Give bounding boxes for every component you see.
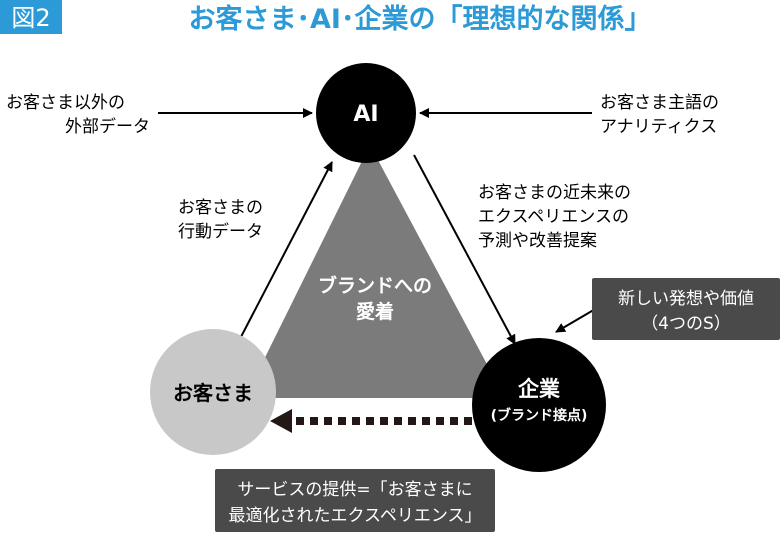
new-ideas-box xyxy=(592,278,780,340)
service-box xyxy=(215,469,495,532)
ai-label: AI xyxy=(353,102,378,127)
figure-badge-text: 図2 xyxy=(11,4,50,32)
analytics-label-1: お客さま主語の xyxy=(600,93,719,113)
page-title: お客さま･AI･企業の「理想的な関係」 xyxy=(189,3,652,35)
company-label: 企業 xyxy=(517,377,561,401)
prediction-label-3: 予測や改善提案 xyxy=(478,231,597,251)
prediction-label-2: エクスペリエンスの xyxy=(478,207,629,227)
behavior-data-arrow xyxy=(229,161,333,359)
company-node xyxy=(472,338,606,472)
figure-badge xyxy=(0,0,62,34)
service-label-1: サービスの提供=「お客さまに xyxy=(237,480,472,500)
prediction-label-1: お客さまの近未来の xyxy=(478,183,631,203)
company-sublabel: (ブランド接点) xyxy=(491,407,588,424)
behavior-data-label-1: お客さまの xyxy=(178,198,263,218)
brand-love-triangle xyxy=(245,145,505,398)
new-ideas-arrow xyxy=(555,307,598,333)
external-data-label-2: 外部データ xyxy=(65,116,150,137)
behavior-data-label-2: 行動データ xyxy=(178,221,263,242)
new-ideas-label-1: 新しい発想や価値 xyxy=(618,289,754,309)
analytics-label-2: アナリティクス xyxy=(600,117,717,137)
customer-label: お客さま xyxy=(173,381,253,405)
external-data-label-1: お客さま以外の xyxy=(6,93,125,113)
service-label-2: 最適化されたエクスペリエンス」 xyxy=(229,506,482,526)
customer-node xyxy=(150,329,276,455)
center-label-1: ブランドへの xyxy=(318,274,432,297)
center-label-2: 愛着 xyxy=(356,300,394,323)
prediction-arrow xyxy=(413,154,516,345)
ai-node xyxy=(316,63,416,163)
service-arrowhead-icon xyxy=(270,409,292,433)
new-ideas-label-2: （4つのS） xyxy=(641,314,731,334)
